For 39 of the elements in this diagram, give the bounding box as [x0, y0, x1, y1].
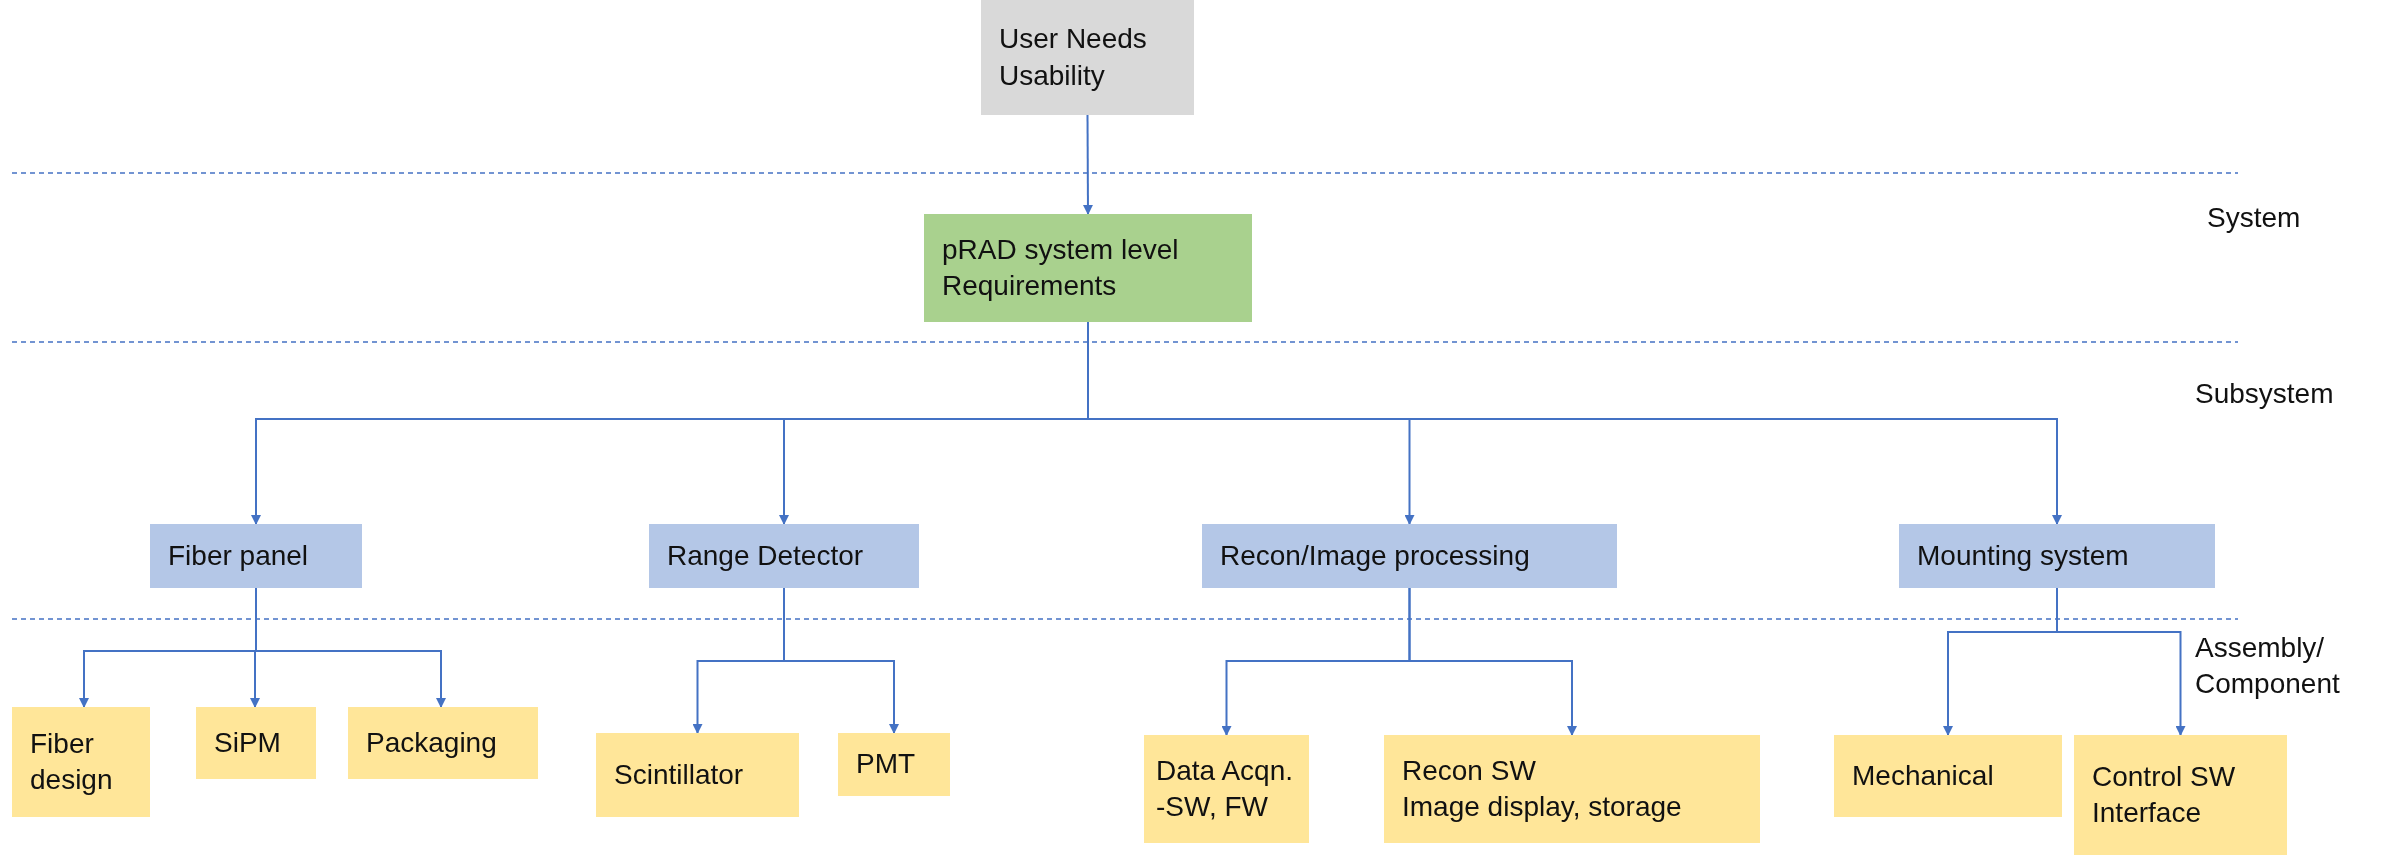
component-box [1144, 735, 1309, 843]
node-label: Recon SW [1402, 753, 1537, 788]
component-box [196, 707, 316, 779]
component-box [2074, 735, 2287, 855]
node-label: Recon/Image processing [1220, 538, 1530, 573]
node-label: Image display, storage [1402, 790, 1682, 824]
node-label: PMT [856, 747, 916, 782]
node-label: Fiber panel [168, 538, 309, 573]
level-label: System [2207, 201, 2301, 235]
node-label: Control SW Interface [2092, 759, 2237, 830]
node-label: Packaging [366, 725, 497, 760]
connector-arrow [1082, 114, 1093, 215]
node-label: Mounting system [1917, 538, 2129, 573]
needs-box [981, 0, 1194, 115]
connector-arrow [2056, 587, 2186, 736]
connector-arrow [1408, 587, 1577, 736]
node-label: Scintillator [614, 757, 744, 792]
component-box [348, 707, 538, 779]
subsystem-box [150, 524, 362, 588]
connector-arrow [783, 587, 899, 734]
subsystem-box [1899, 524, 2215, 588]
node-label: Mechanical [1852, 758, 1994, 793]
level-label: Assembly/ Component [2195, 631, 2341, 702]
node-label: User Needs Usability [999, 22, 1148, 93]
component-box [596, 733, 799, 817]
subsystem-box [1202, 524, 1617, 588]
component-box [12, 707, 150, 817]
subsystem-box [649, 524, 919, 588]
node-label: pRAD system level Requirements [942, 232, 1180, 303]
node-label: SiPM [214, 725, 281, 760]
component-box [1384, 735, 1760, 843]
node-label: Data Acqn. -SW, FW [1156, 753, 1294, 824]
node-label: Fiber design [30, 726, 114, 797]
component-box [1834, 735, 2062, 817]
node-label: Range Detector [667, 538, 864, 573]
requirements-box [924, 214, 1252, 322]
level-label: Subsystem [2195, 377, 2334, 411]
component-box [838, 733, 950, 796]
connector-arrow [255, 587, 446, 708]
